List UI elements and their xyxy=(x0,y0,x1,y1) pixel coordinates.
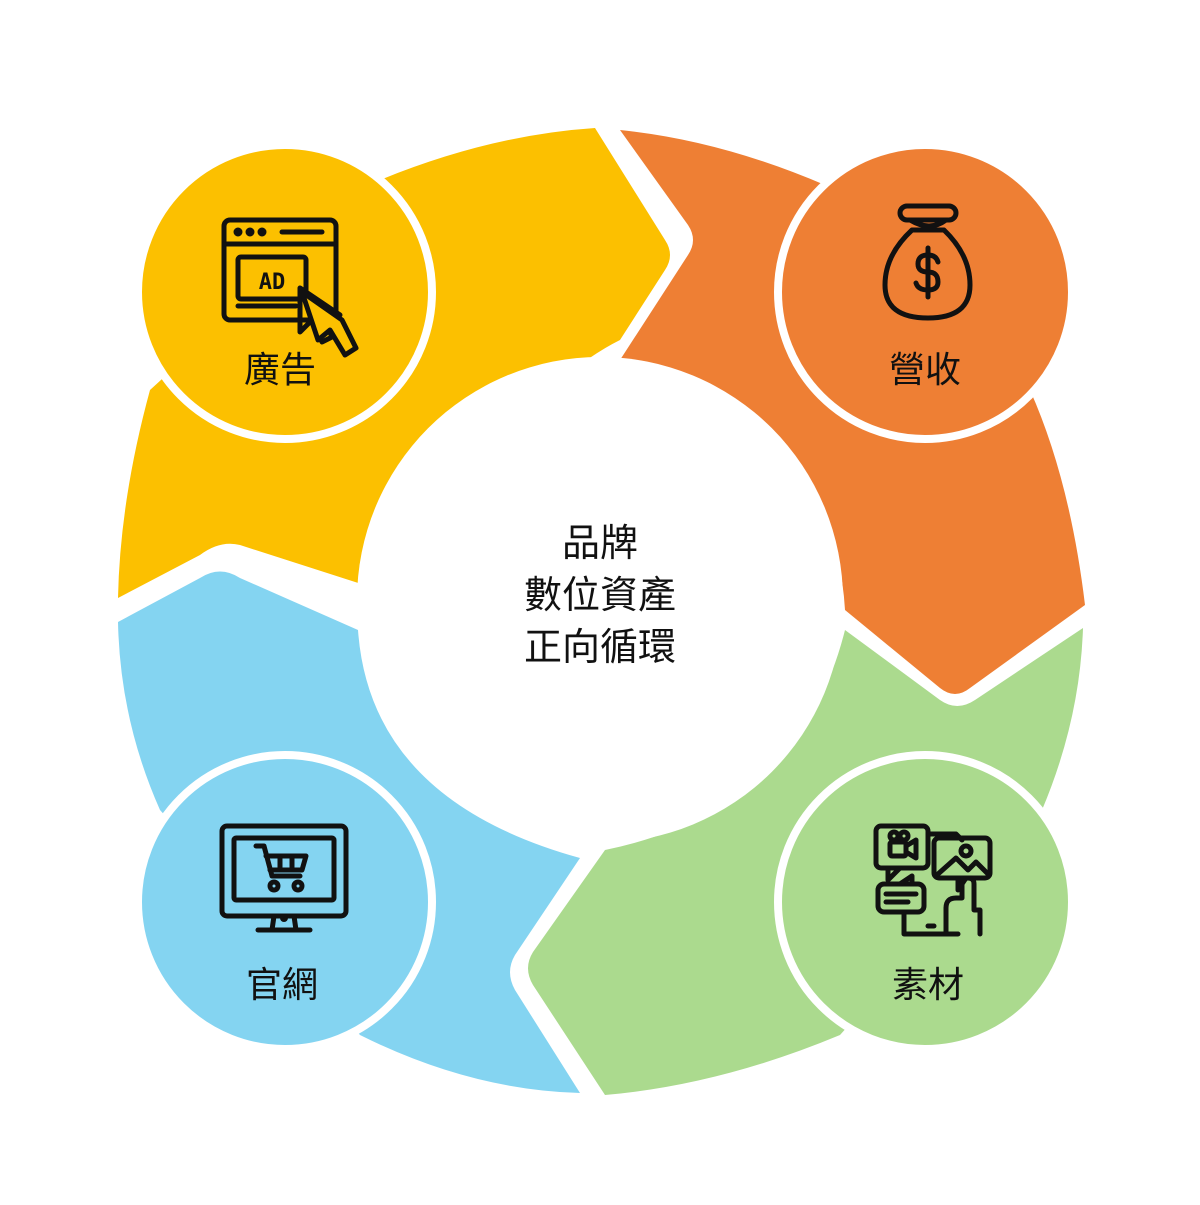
node-ad-label: 廣告 xyxy=(244,350,316,391)
ad-badge-text: AD xyxy=(259,270,286,295)
node-ad-circle xyxy=(134,141,436,443)
center-line-1: 品牌 xyxy=(562,521,638,565)
node-revenue: 營收 xyxy=(774,141,1076,443)
monitor-cart-icon xyxy=(219,823,349,933)
center-line-3: 正向循環 xyxy=(524,625,676,669)
money-bag-icon xyxy=(882,203,973,321)
center-line-2: 數位資產 xyxy=(524,573,676,617)
node-ad: AD 廣告 xyxy=(134,141,436,443)
node-material-label: 素材 xyxy=(892,965,964,1006)
node-website: 官網 xyxy=(134,751,436,1053)
node-revenue-label: 營收 xyxy=(889,350,961,391)
ad-browser-icon xyxy=(221,217,359,358)
node-material: 素材 xyxy=(774,751,1076,1053)
center-circle xyxy=(357,357,843,843)
media-content-icon xyxy=(873,823,993,937)
node-website-label: 官網 xyxy=(246,965,318,1006)
